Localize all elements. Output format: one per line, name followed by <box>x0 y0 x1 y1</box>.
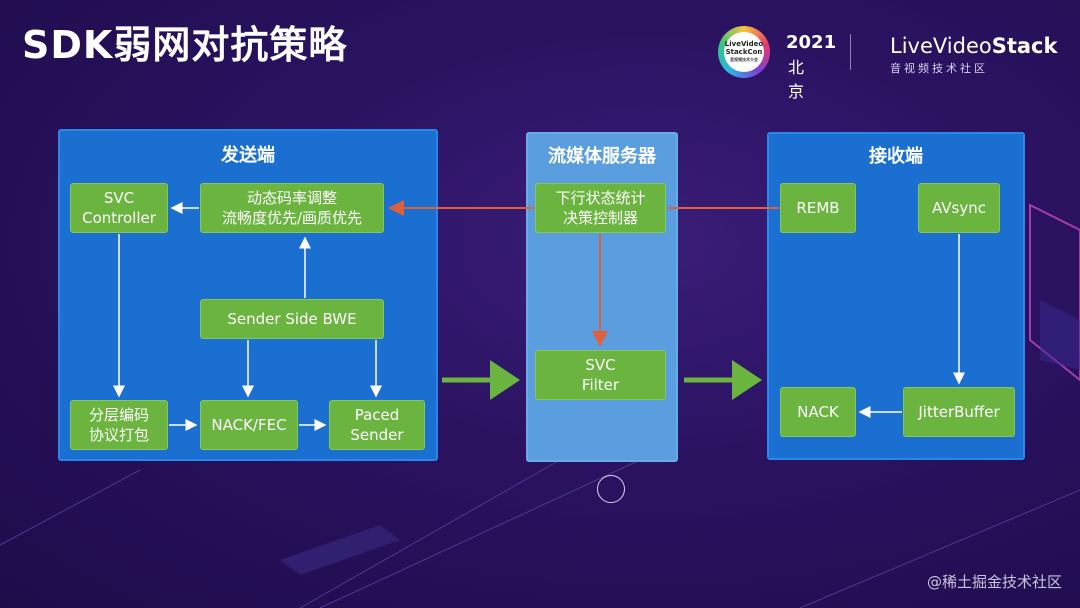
brand-logo: LiveVideoStack <box>890 34 1058 58</box>
decorative-circle <box>597 475 625 503</box>
layered-encoding-box: 分层编码协议打包 <box>70 400 168 450</box>
page-title: SDK弱网对抗策略 <box>22 23 348 67</box>
conference-year: 2021 <box>786 32 837 53</box>
receiver-panel-title: 接收端 <box>869 146 923 167</box>
remb-box: REMB <box>780 183 856 233</box>
header-divider <box>850 34 851 70</box>
conference-city: 北京 <box>788 58 809 101</box>
jitter-buffer-box: JitterBuffer <box>903 387 1015 437</box>
sender-bwe-box: Sender Side BWE <box>200 299 384 339</box>
conference-logo: LiveVideo StackCon 音视频技术大会 <box>718 26 770 78</box>
downlink-control-box: 下行状态统计决策控制器 <box>535 183 666 233</box>
watermark: @稀土掘金技术社区 <box>926 573 1062 591</box>
dynamic-rate-box: 动态码率调整流畅度优先/画质优先 <box>200 183 384 233</box>
brand-subtitle: 音视频技术社区 <box>890 62 988 75</box>
nack-fec-box: NACK/FEC <box>200 400 298 450</box>
sender-panel-title: 发送端 <box>221 145 275 166</box>
avsync-box: AVsync <box>918 183 1000 233</box>
server-panel-title: 流媒体服务器 <box>548 146 656 167</box>
nack-receiver-box: NACK <box>780 387 856 437</box>
